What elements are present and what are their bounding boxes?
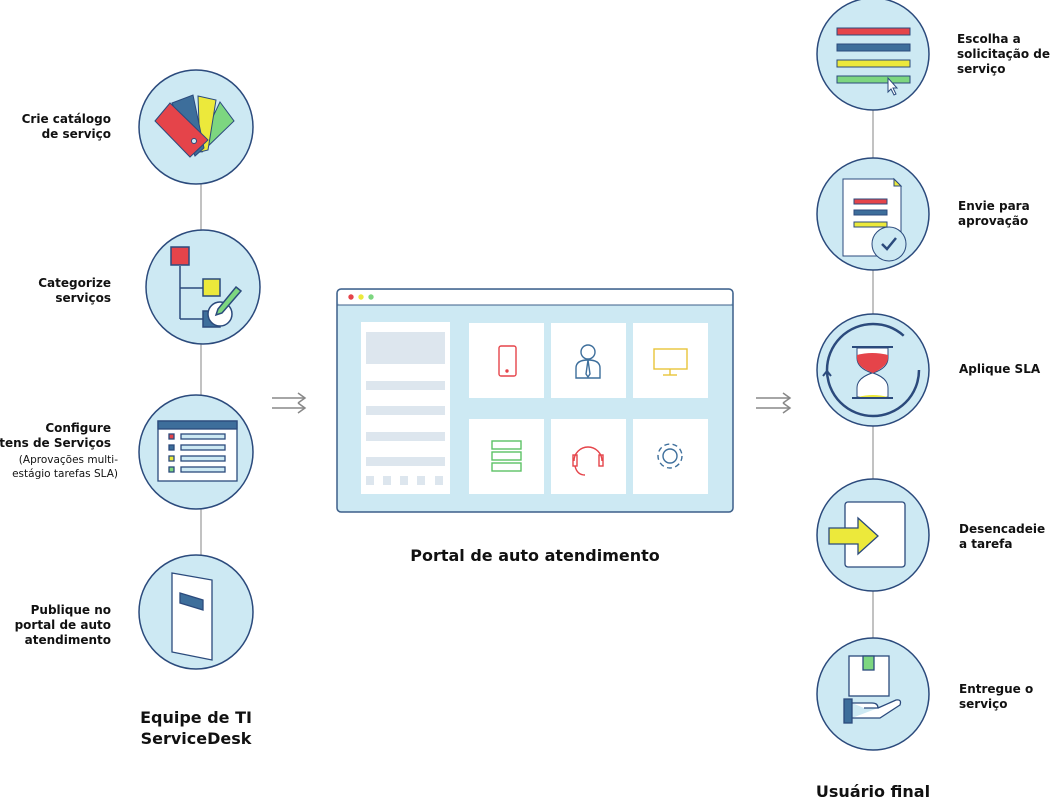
label-line: Entregue o (959, 682, 1034, 696)
it-team-caption: Equipe de TI ServiceDesk (96, 707, 296, 749)
step-choose-request-label: Escolha a solicitação de serviço (957, 32, 1050, 77)
tile-server (469, 419, 544, 494)
monitor-icon (653, 348, 688, 376)
check-icon (881, 237, 897, 251)
step-send-approval-label: Envie para aprovação (958, 199, 1030, 229)
mobile-phone-icon (498, 345, 517, 377)
label-line: Publique no (30, 603, 111, 617)
cursor-icon (887, 76, 899, 96)
label-line: Escolha a (957, 32, 1021, 46)
step-publish-label: Publique no portal de auto atendimento (0, 603, 111, 648)
tile-monitor (633, 323, 708, 398)
window-close-dot (348, 294, 354, 300)
label-line: aprovação (958, 214, 1029, 228)
user-icon (575, 344, 601, 379)
label-line: solicitação de (957, 47, 1051, 61)
step-apply-sla-label: Aplique SLA (959, 362, 1040, 377)
portal-caption: Portal de auto atendimento (410, 546, 660, 565)
tile-support (551, 419, 626, 494)
approval-document-icon (842, 177, 907, 262)
label-line: Configure (45, 421, 111, 435)
step-categorize-label: Categorize serviços (0, 276, 111, 306)
label-line: Aplique SLA (959, 362, 1041, 376)
publish-book-icon (171, 572, 213, 661)
label-line: Categorize (38, 276, 111, 290)
step-configure-label: Configure Itens de Serviços (0, 421, 111, 451)
end-user-caption: Usuário final (815, 782, 931, 800)
step-configure-note: (Aprovações multi- estágio tarefas SLA) (0, 453, 118, 481)
arrow-to-portal-icon (272, 392, 307, 414)
label-line: serviços (55, 291, 111, 305)
request-list-icon (836, 27, 911, 96)
label-line: portal de auto (14, 618, 111, 632)
label-line: Itens de Serviços (0, 436, 111, 450)
server-icon (491, 440, 522, 472)
label-line: atendimento (24, 633, 111, 647)
category-tree-icon (170, 246, 243, 328)
arrow-to-user-icon (756, 392, 792, 414)
label-line: a tarefa (959, 537, 1013, 551)
tile-settings (633, 419, 708, 494)
window-maximize-dot (368, 294, 374, 300)
headset-icon (572, 446, 604, 476)
tile-mobile (469, 323, 544, 398)
note-line: estágio tarefas SLA) (12, 468, 118, 480)
step-deliver-label: Entregue o serviço (959, 682, 1033, 712)
portal-window (336, 288, 734, 513)
hourglass-sla-icon (822, 322, 921, 418)
portal-sidebar (361, 322, 450, 494)
choose-request-circle (816, 0, 930, 111)
window-minimize-dot (358, 294, 364, 300)
gear-icon (657, 443, 683, 469)
service-items-window-icon (157, 420, 238, 482)
label-line: Desencadeie (959, 522, 1046, 536)
label-line: Envie para (958, 199, 1030, 213)
step-trigger-task-label: Desencadeie a tarefa (959, 522, 1045, 552)
label-line: serviço (957, 62, 1006, 76)
deliver-package-hand-icon (843, 655, 902, 724)
label-line: serviço (959, 697, 1008, 711)
caption-line: ServiceDesk (140, 729, 252, 748)
step-create-catalog-label: Crie catálogo de serviço (0, 112, 111, 142)
note-line: (Aprovações multi- (18, 454, 118, 466)
label-line: de serviço (41, 127, 111, 141)
trigger-arrow-icon (828, 501, 906, 568)
swatch-fan-icon (154, 94, 235, 158)
caption-line: Equipe de TI (140, 708, 252, 727)
label-line: Crie catálogo (21, 112, 111, 126)
